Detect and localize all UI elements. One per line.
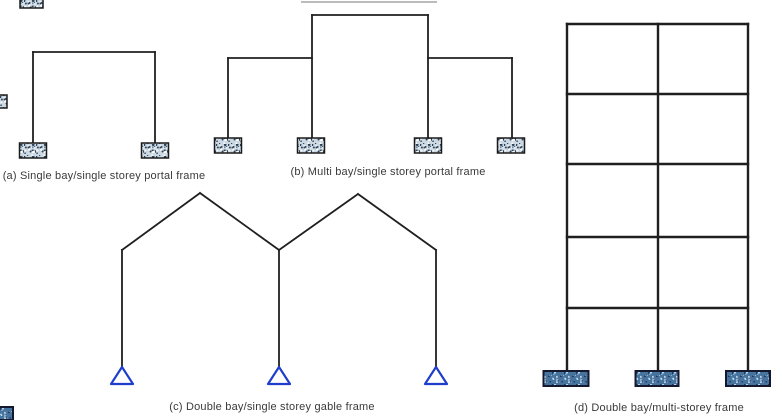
frame-member [277, 192, 360, 252]
column-footing [296, 137, 326, 154]
figure-a [18, 51, 170, 159]
column-footing [725, 370, 771, 387]
figure-c-caption: (c) Double bay/single storey gable frame [169, 401, 375, 413]
column-footing [542, 370, 590, 387]
pin-support-triangle [109, 365, 135, 386]
column-footing [213, 137, 243, 154]
frame-member [356, 192, 438, 252]
figure-a-caption: (a) Single bay/single storey portal fram… [2, 170, 206, 182]
column-footing [496, 137, 526, 154]
column-footing [140, 142, 170, 159]
frame-member [120, 191, 202, 252]
pin-support-triangle [266, 365, 292, 386]
edge-cropped-footing-fragment [0, 94, 8, 109]
column-footing [634, 370, 680, 387]
column-footing [18, 142, 48, 159]
figure-d-caption: (d) Double bay/multi-storey frame [574, 402, 744, 414]
column-footing [413, 137, 443, 154]
figure-d [542, 22, 771, 387]
pin-support-triangle [423, 365, 449, 386]
frame-member [198, 191, 281, 252]
figure-b-caption: (b) Multi bay/single storey portal frame [290, 166, 486, 178]
edge-cropped-footing-fragment [0, 406, 14, 420]
figure-b [213, 14, 526, 154]
edge-cropped-footing-fragment [19, 0, 44, 9]
figure-c [109, 191, 449, 386]
